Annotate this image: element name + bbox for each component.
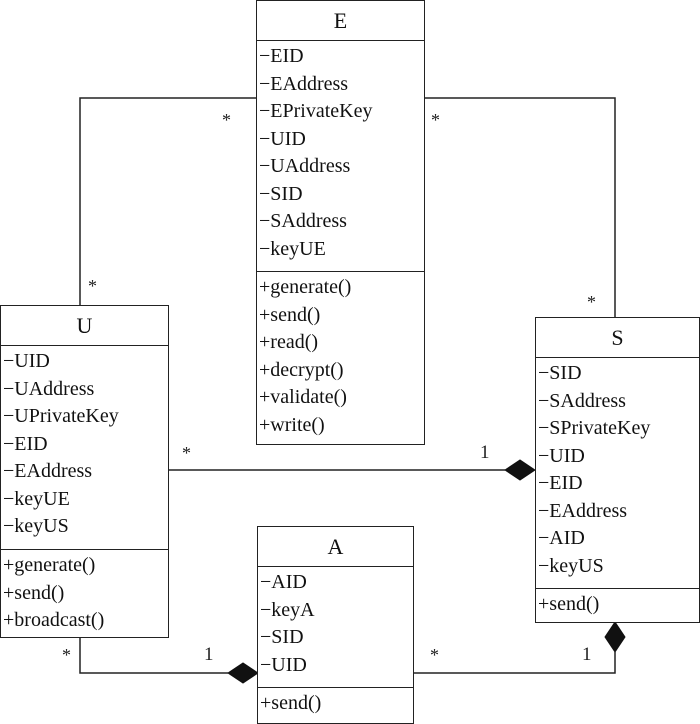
operation: +send() [538,593,600,615]
attribute: −EAddress [538,499,628,522]
composition-u-a [79,637,228,674]
class-name: A [258,527,413,567]
attribute: −SPrivateKey [538,417,651,439]
attribute: −EAddress [259,72,349,95]
composition-diamond-s-left [504,459,536,481]
attribute: −AID [538,527,585,549]
attribute: −keyA [260,598,315,621]
composition-diamond-a-left [227,662,259,684]
operations-section: +generate() +send() +read() +decrypt() +… [257,271,424,441]
class-name: E [257,1,424,41]
multiplicity-a-s-at-a: * [430,645,439,665]
multiplicity-a-s-at-s: 1 [582,644,592,665]
multiplicity-u-e-at-e: * [222,110,231,130]
attribute: −SAddress [259,210,347,232]
attribute: −EID [3,432,48,455]
multiplicity-s-e-at-s: * [587,292,596,312]
attribute: −UAddress [3,377,95,400]
attribute: −SID [260,626,304,648]
attribute: −SID [538,362,582,384]
multiplicity-u-s-at-s: 1 [480,442,490,463]
operations-section: +generate() +send() +broadcast() [1,549,168,637]
attribute: −UPrivateKey [3,405,119,427]
operation: +send() [260,692,322,714]
operation: +generate() [3,554,96,576]
composition-a-s [413,652,616,674]
attribute: −keyUS [538,554,604,577]
attribute: −UID [259,127,306,150]
multiplicity-u-s-at-u: * [182,443,191,463]
attribute: −EID [538,472,583,494]
attribute: −SAddress [538,389,626,412]
class-s[interactable]: S −SID −SAddress −SPrivateKey −UID −EID … [535,317,700,623]
attributes-section: −EID −EAddress −EPrivateKey −UID −UAddre… [257,41,424,271]
attributes-section: −AID −keyA −SID −UID [258,567,413,687]
operation: +send() [3,581,65,604]
attribute: −keyUE [3,487,70,510]
attribute: −EAddress [3,460,93,482]
class-u[interactable]: U −UID −UAddress −UPrivateKey −EID −EAdd… [0,305,169,638]
attribute: −keyUE [259,237,326,260]
association-s-e [424,97,616,318]
multiplicity-u-a-at-a: 1 [204,644,214,665]
operation: +write() [259,413,325,436]
attribute: −UAddress [259,155,351,177]
operation: +broadcast() [3,609,105,631]
multiplicity-s-e-at-e: * [431,110,440,130]
operations-section: +send() [536,588,699,621]
class-name: S [536,318,699,358]
class-a[interactable]: A −AID −keyA −SID −UID +send() [257,526,414,724]
attribute: −AID [260,571,307,593]
operation: +read() [259,331,319,353]
attribute: −UID [538,444,585,467]
attribute: −keyUS [3,515,69,537]
operations-section: +send() [258,687,413,720]
attribute: −UID [260,653,307,676]
operation: +decrypt() [259,358,344,381]
association-u-e [79,97,256,305]
operation: +send() [259,303,321,326]
operation: +validate() [259,386,347,408]
attributes-section: −SID −SAddress −SPrivateKey −UID −EID −E… [536,358,699,588]
attribute: −SID [259,182,303,205]
composition-diamond-s-bottom [604,621,626,653]
class-e[interactable]: E −EID −EAddress −EPrivateKey −UID −UAdd… [256,0,425,445]
attribute: −EPrivateKey [259,100,373,122]
multiplicity-u-a-at-u: * [62,645,71,665]
attributes-section: −UID −UAddress −UPrivateKey −EID −EAddre… [1,346,168,549]
attribute: −EID [259,45,304,67]
attribute: −UID [3,350,50,372]
multiplicity-u-e-at-u: * [88,276,97,296]
class-name: U [1,306,168,346]
operation: +generate() [259,276,352,298]
